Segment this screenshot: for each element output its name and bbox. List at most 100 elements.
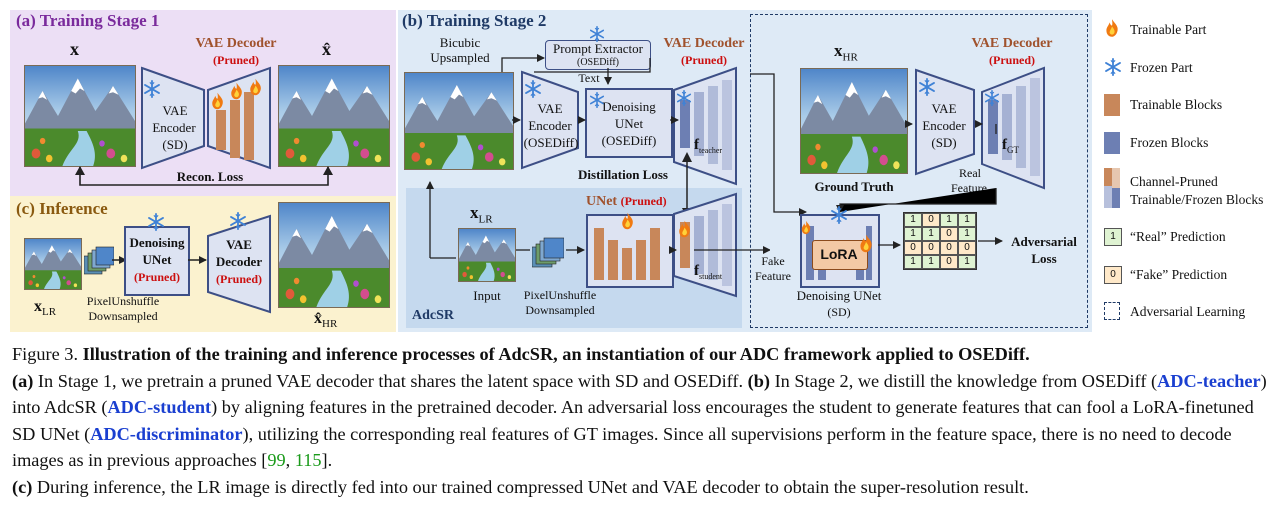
adversarial-loss-line2: Loss	[1031, 251, 1057, 266]
teacher-encoder-line1: VAE	[537, 101, 563, 116]
inference-unet-line2: UNet	[142, 252, 172, 267]
inference-unet-line1: Denoising	[129, 235, 185, 250]
legend-frozen-part: Frozen Part	[1130, 60, 1193, 75]
caption-fig: Figure 3.	[12, 344, 79, 364]
legend-trainable-blocks: Trainable Blocks	[1130, 97, 1223, 112]
inference-arrow-1	[112, 256, 127, 264]
inference-hr-image	[278, 202, 390, 308]
gt-encoder-line1: VAE	[931, 101, 957, 116]
snowflake-icon	[1105, 58, 1121, 76]
fake-feature-line1: Fake	[761, 254, 785, 268]
student-input-label: Input	[473, 288, 501, 303]
ground-truth-label: Ground Truth	[814, 179, 894, 194]
prompt-extractor-sub: (OSEDiff)	[576, 57, 620, 68]
legend-frozen-swatch	[1104, 132, 1120, 154]
stage1-xhat-label: x̂	[322, 39, 331, 59]
stage1-encoder-line1: VAE	[162, 103, 188, 118]
real-feature-line1: Real	[959, 166, 981, 180]
teacher-unet-line2: UNet	[614, 116, 644, 131]
fire-icon	[860, 234, 872, 253]
caption-b-text4: ), utilizing the corresponding real feat…	[12, 423, 1232, 471]
inference-pixelunshuffle-line1: PixelUnshuffle	[86, 294, 160, 308]
legend-fake-swatch: 0	[1104, 266, 1122, 284]
legend-channel-pruned-1: Channel-Pruned	[1130, 174, 1218, 189]
lora-label: LoRA	[820, 246, 858, 262]
grid-cell: 0	[922, 213, 940, 227]
student-xlr-label: xLR	[470, 203, 493, 226]
disc-unet-line2: (SD)	[827, 305, 851, 319]
text-label: Text	[578, 71, 600, 85]
caption-c-tag: (c)	[12, 476, 33, 497]
student-flow-arrows	[426, 181, 770, 259]
bicubic-label-line2: Upsampled	[430, 50, 490, 65]
gt-decoder-title: VAE Decoder	[971, 36, 1053, 51]
gt-encoder-line3: (SD)	[931, 135, 957, 150]
teacher-decoder-shape	[673, 66, 737, 186]
grid-cell: 0	[904, 241, 922, 255]
adversarial-loss-line1: Adversarial	[1011, 234, 1077, 249]
stage1-encoder-line3: (SD)	[162, 137, 188, 152]
legend-pruned-swatch-ghost2	[1104, 186, 1112, 208]
stage1-input-image	[24, 65, 136, 167]
stage2-bicubic-image	[404, 72, 514, 170]
grid-cell: 1	[904, 227, 922, 241]
caption-c-text: During inference, the LR image is direct…	[36, 476, 1029, 497]
recon-loss-label: Recon. Loss	[176, 169, 244, 184]
teacher-encoder-line2: Encoder	[528, 118, 572, 133]
inference-decoder-line3: (Pruned)	[216, 272, 262, 286]
caption-a-text: In Stage 1, we pretrain a pruned VAE dec…	[37, 370, 744, 391]
stage1-output-image	[278, 65, 390, 167]
disc-unet-line1: Denoising UNet	[796, 288, 882, 303]
inference-arrow-2	[188, 256, 207, 264]
grid-cell: 0	[940, 255, 958, 269]
legend-real-swatch: 1	[1104, 228, 1122, 246]
inference-xlr-label: xLR	[34, 298, 57, 319]
snowflake-icon	[676, 90, 692, 106]
student-unet-title: UNet (Pruned)	[586, 194, 667, 209]
teacher-unet-line3: (OSEDiff)	[601, 133, 657, 148]
grid-cell: 0	[940, 241, 958, 255]
disc-out-arrow	[878, 241, 901, 249]
f-student-label: fstudent	[694, 263, 723, 282]
fire-icon	[231, 82, 242, 100]
legend-adversarial-swatch	[1104, 302, 1120, 320]
snowflake-icon	[589, 26, 605, 42]
stage2-title: (b) Training Stage 2	[402, 11, 547, 30]
stage2-pruned-tag: (Pruned)	[681, 53, 727, 67]
snowflake-icon	[831, 206, 847, 224]
grid-cell: 0	[940, 227, 958, 241]
discriminator-region	[750, 14, 1088, 328]
legend-trainable-swatch	[1104, 94, 1120, 116]
teacher-unet-box	[585, 88, 673, 158]
caption-ref-1[interactable]: 99	[267, 450, 286, 470]
adv-loss-arrow	[978, 237, 1003, 245]
caption-a-tag: (a)	[12, 370, 34, 391]
grid-cell: 1	[922, 255, 940, 269]
fire-icon	[212, 92, 223, 110]
caption-b-tag: (b)	[747, 370, 770, 391]
adcsr-label: AdcSR	[412, 308, 455, 323]
student-pixelunshuffle-stack	[532, 237, 564, 268]
stage1-title: (a) Training Stage 1	[16, 11, 160, 30]
inference-lr-image	[24, 238, 82, 290]
fire-icon	[250, 78, 261, 96]
caption-b-text2: ) into AdcSR (	[12, 370, 1267, 418]
prompt-extractor-box	[545, 40, 651, 70]
student-pixelunshuffle-line2: Downsampled	[525, 303, 595, 317]
inference-decoder-shape	[207, 214, 271, 314]
caption-adc-discriminator: ADC-discriminator	[90, 423, 243, 444]
snowflake-icon	[144, 80, 160, 98]
figure-caption: Figure 3. Illustration of the training a…	[12, 341, 1274, 500]
f-gt-label: fGT	[1002, 137, 1019, 156]
caption-ref-sep: ,	[285, 450, 295, 470]
f-teacher-label: fteacher	[694, 137, 723, 156]
gt-encoder-shape	[915, 68, 975, 176]
prompt-connectors	[501, 54, 651, 85]
caption-ref-2[interactable]: 115	[294, 450, 322, 470]
student-unet-blocks	[594, 228, 660, 280]
lora-box	[812, 240, 868, 270]
fake-feature-line2: Feature	[755, 269, 791, 283]
grid-cell: 1	[958, 255, 976, 269]
legend-trainable-part: Trainable Part	[1130, 22, 1207, 37]
caption-headline: Illustration of the training and inferen…	[82, 344, 1030, 364]
